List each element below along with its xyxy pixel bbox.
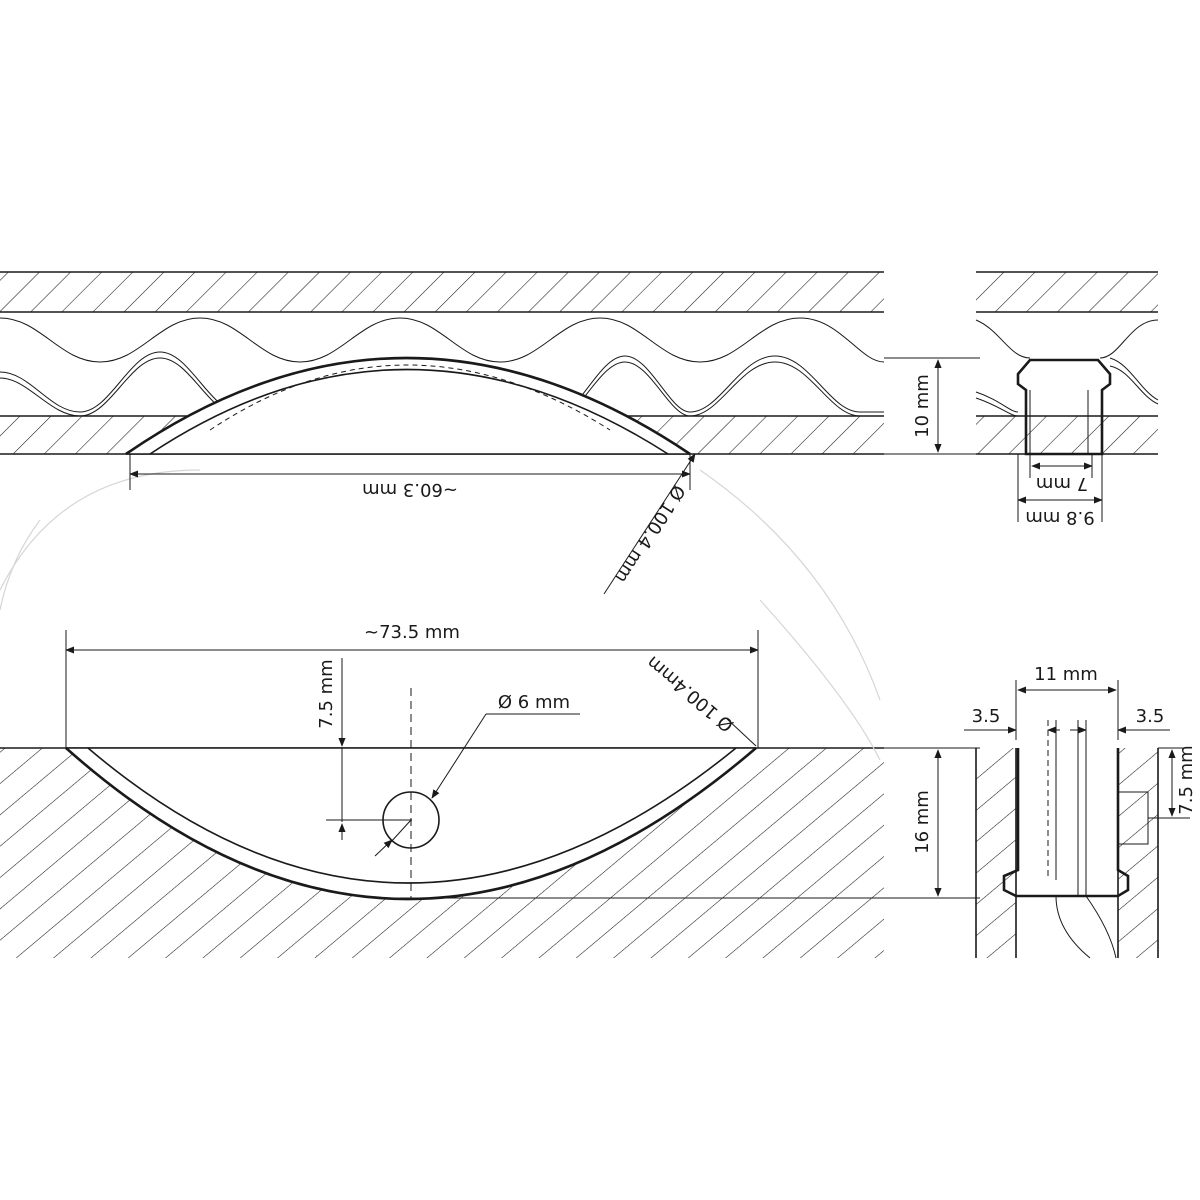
bottom-section-view: ~73.5 mm 7.5 mm Ø 6 mm Ø 100.4mm 16 mm (0, 519, 980, 958)
bottom-depth-label: 7.5 mm (316, 659, 337, 728)
top-detail-inner-label: 7 mm (1036, 473, 1088, 494)
top-width-label: ~60.3 mm (362, 479, 458, 500)
bottom-detail-right-offset: 3.5 (1136, 706, 1165, 727)
bottom-diameter-label: Ø 100.4mm (643, 651, 738, 736)
bottom-height-label: 16 mm (912, 790, 933, 854)
bottom-detail-view: 11 mm 3.5 3.5 7.5 mm (964, 664, 1197, 959)
top-detail-view: 7 mm 9.8 mm (975, 271, 1159, 528)
bottom-detail-biscuit (1002, 748, 1130, 898)
top-detail-outer-label: 9.8 mm (1025, 507, 1094, 528)
corrugation-thin-wave (0, 317, 885, 363)
top-board-upper (0, 272, 884, 312)
bottom-detail-width-label: 11 mm (1034, 664, 1098, 685)
top-section-view: ~60.3 mm Ø 100.4 mm 10 mm (0, 271, 980, 701)
top-diameter-label: Ø 100.4 mm (610, 481, 689, 587)
bottom-hole-label: Ø 6 mm (498, 692, 570, 713)
top-height-label: 10 mm (912, 374, 933, 438)
bottom-detail-left-offset: 3.5 (972, 706, 1001, 727)
corrugation-wave-a (0, 351, 241, 413)
bottom-detail-depth-label: 7.5 mm (1176, 745, 1197, 814)
bottom-width-label: ~73.5 mm (364, 622, 460, 643)
